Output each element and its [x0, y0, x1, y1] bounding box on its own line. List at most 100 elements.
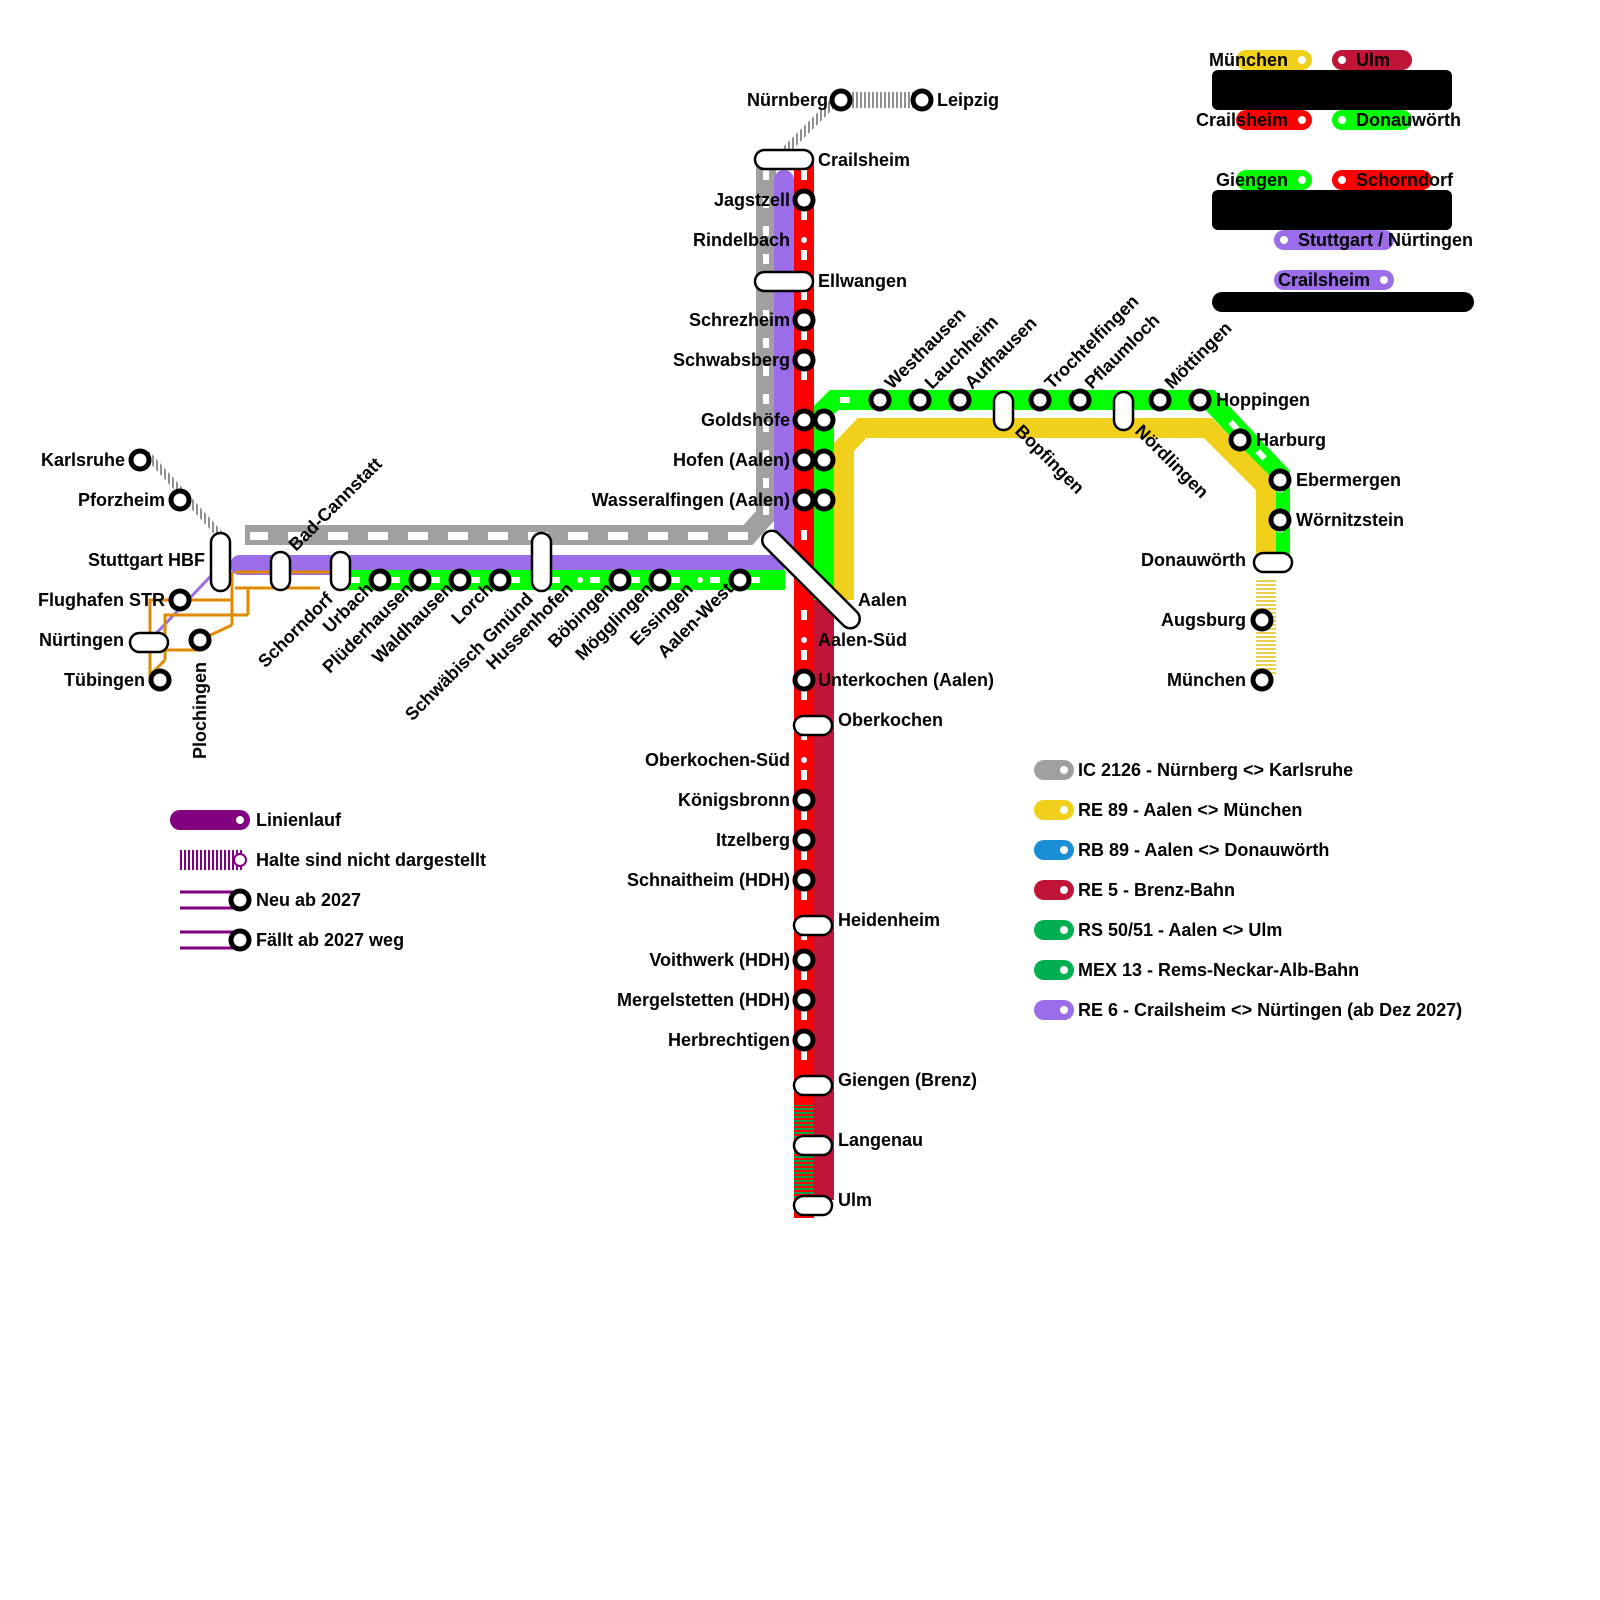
legend-line-swatch: [1034, 960, 1074, 980]
station-giengen-marker[interactable]: [792, 1074, 834, 1097]
legend-line-swatch: [1034, 1000, 1074, 1020]
label-schrezheim: Schrezheim: [689, 310, 790, 330]
legend-line-label: RE 5 - Brenz-Bahn: [1078, 880, 1235, 900]
station-mergelstetten-marker[interactable]: [792, 988, 816, 1012]
station-bad-cannstatt-marker[interactable]: [269, 550, 292, 592]
symbol-legend: Linienlauf Halte sind nicht dargestellt …: [170, 810, 486, 952]
station-crailsheim-marker[interactable]: [753, 148, 815, 171]
station-lauchheim-marker[interactable]: [908, 388, 932, 412]
station-nuertingen-marker[interactable]: [128, 631, 170, 654]
station-labels: Nürnberg Leipzig Crailsheim Jagstzell Ri…: [38, 90, 1404, 1210]
station-aalen-west-marker[interactable]: [728, 568, 752, 592]
label-ulm: Ulm: [838, 1190, 872, 1210]
label-goldshoefe: Goldshöfe: [701, 410, 790, 430]
station-bopfingen-marker[interactable]: [992, 390, 1015, 432]
station-flughafen-marker[interactable]: [168, 588, 192, 612]
station-koenigsbronn-marker[interactable]: [792, 788, 816, 812]
legend-line-dot: [1060, 926, 1068, 934]
station-schwabsberg-marker[interactable]: [792, 348, 816, 372]
station-stuttgart-hbf-marker[interactable]: [209, 531, 232, 593]
station-aufhausen-marker[interactable]: [948, 388, 972, 412]
station-leipzig-marker[interactable]: [910, 88, 934, 112]
station-pforzheim-marker[interactable]: [168, 488, 192, 512]
legend-line-label: RB 89 - Aalen <> Donauwörth: [1078, 840, 1329, 860]
station-schwaebisch-gmuend-marker[interactable]: [530, 531, 553, 593]
station-harburg-marker[interactable]: [1228, 428, 1252, 452]
station-pluederhausen-marker[interactable]: [408, 568, 432, 592]
station-essingen-marker[interactable]: [695, 575, 705, 585]
station-muenchen-marker[interactable]: [1250, 668, 1274, 692]
label-karlsruhe: Karlsruhe: [41, 450, 125, 470]
legend-halte-swatch: [180, 850, 242, 870]
station-schorndorf-marker[interactable]: [329, 550, 352, 592]
legend-line-dot: [1060, 806, 1068, 814]
legend-line-swatch: [1034, 800, 1074, 820]
label-hoppingen: Hoppingen: [1216, 390, 1310, 410]
label-itzelberg: Itzelberg: [716, 830, 790, 850]
station-tuebingen-marker[interactable]: [148, 668, 172, 692]
route-ic-north: [245, 160, 776, 545]
label-voithwerk: Voithwerk (HDH): [649, 950, 790, 970]
station-hoppingen-marker[interactable]: [1188, 388, 1212, 412]
station-unterkochen-marker[interactable]: [792, 668, 816, 692]
station-donauwoerth-marker[interactable]: [1252, 551, 1294, 574]
label-mergelstetten: Mergelstetten (HDH): [617, 990, 790, 1010]
label-crailsheim: Crailsheim: [818, 150, 910, 170]
station-ulm-marker[interactable]: [792, 1194, 834, 1217]
station-goldshoefe-marker-2[interactable]: [812, 408, 836, 432]
label-koenigsbronn: Königsbronn: [678, 790, 790, 810]
station-wasseralfingen-marker-2[interactable]: [812, 488, 836, 512]
station-oberkochen-marker[interactable]: [792, 714, 834, 737]
station-schrezheim-marker[interactable]: [792, 308, 816, 332]
dest-giengen: Giengen: [1216, 170, 1288, 190]
station-karlsruhe-marker[interactable]: [128, 448, 152, 472]
station-itzelberg-marker[interactable]: [792, 828, 816, 852]
label-leipzig: Leipzig: [937, 90, 999, 110]
station-trochtelfingen-marker[interactable]: [1028, 388, 1052, 412]
label-moettingen: Möttingen: [1161, 318, 1236, 393]
station-goldshoefe-marker[interactable]: [792, 408, 816, 432]
station-voithwerk-marker[interactable]: [792, 948, 816, 972]
station-ellwangen-marker[interactable]: [753, 270, 815, 293]
station-aalen-sued-marker[interactable]: [799, 635, 809, 645]
station-urbach-marker[interactable]: [368, 568, 392, 592]
station-plochingen-marker[interactable]: [188, 628, 212, 652]
station-ebermergen-marker[interactable]: [1268, 468, 1292, 492]
station-lorch-marker[interactable]: [488, 568, 512, 592]
redacted-bar-3: [1212, 292, 1474, 312]
legend-line-label: MEX 13 - Rems-Neckar-Alb-Bahn: [1078, 960, 1359, 980]
station-jagstzell-marker[interactable]: [792, 188, 816, 212]
dest-pill-donauwoerth: [1332, 110, 1412, 130]
station-moegglingen-marker[interactable]: [648, 568, 672, 592]
station-moettingen-marker[interactable]: [1148, 388, 1172, 412]
station-oberkochen-sued-marker[interactable]: [799, 755, 809, 765]
station-augsburg-marker[interactable]: [1250, 608, 1274, 632]
station-aalen-marker[interactable]: [758, 527, 863, 632]
station-hussenhofen-marker[interactable]: [575, 575, 585, 585]
label-oberkochen-sued: Oberkochen-Süd: [645, 750, 790, 770]
station-pflaumloch-marker[interactable]: [1068, 388, 1092, 412]
station-schnaitheim-marker[interactable]: [792, 868, 816, 892]
label-nuertingen: Nürtingen: [39, 630, 124, 650]
station-woernitzstein-marker[interactable]: [1268, 508, 1292, 532]
station-nuernberg-marker[interactable]: [829, 88, 853, 112]
station-noerdlingen-marker[interactable]: [1112, 390, 1135, 432]
station-wasseralfingen-marker[interactable]: [792, 488, 816, 512]
label-nuernberg: Nürnberg: [747, 90, 828, 110]
station-herbrechtigen-marker[interactable]: [792, 1028, 816, 1052]
label-rindelbach: Rindelbach: [693, 230, 790, 250]
legend-faellt-marker: [228, 928, 252, 952]
station-rindelbach-marker[interactable]: [799, 235, 809, 245]
station-hofen-marker-2[interactable]: [812, 448, 836, 472]
dest-crailsheim-red: Crailsheim: [1196, 110, 1288, 130]
dest-ulm: Ulm: [1356, 50, 1390, 70]
station-langenau-marker[interactable]: [792, 1134, 834, 1157]
route-ic-nuernberg-hatch: [772, 92, 850, 158]
label-aalen-sued: Aalen-Süd: [818, 630, 907, 650]
station-hofen-marker[interactable]: [792, 448, 816, 472]
station-westhausen-marker[interactable]: [868, 388, 892, 412]
station-heidenheim-marker[interactable]: [792, 914, 834, 937]
station-waldhausen-marker[interactable]: [448, 568, 472, 592]
station-boebingen-marker[interactable]: [608, 568, 632, 592]
